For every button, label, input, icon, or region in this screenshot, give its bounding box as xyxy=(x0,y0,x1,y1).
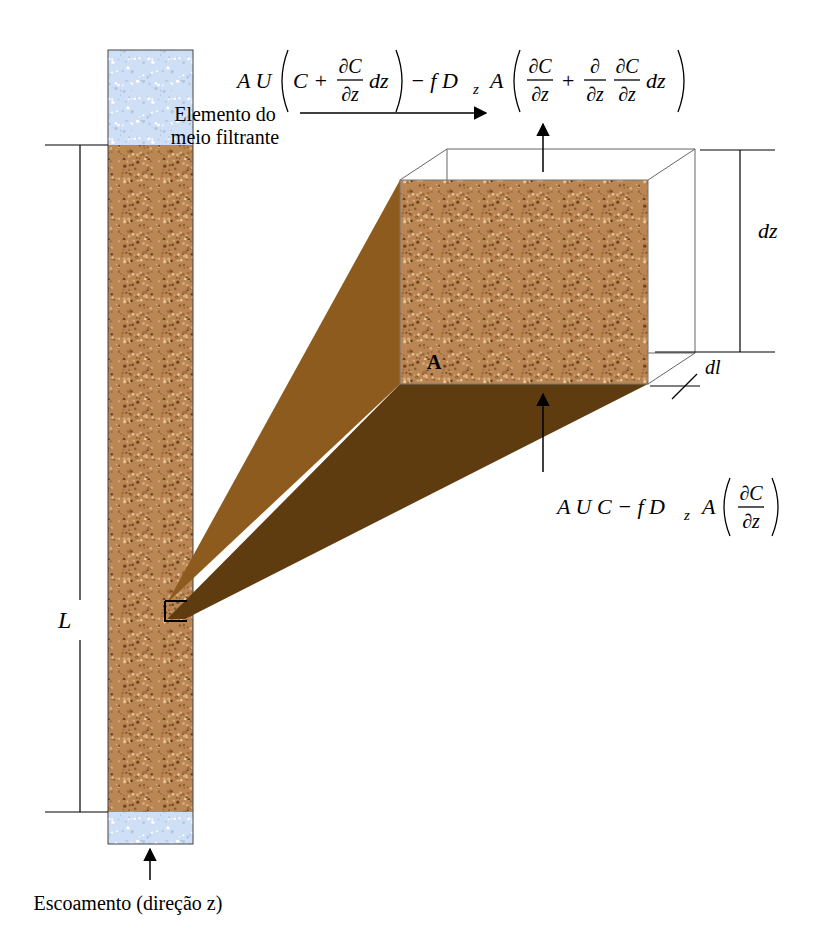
fraction-numerator: ∂ xyxy=(590,56,600,76)
formula-term: dz xyxy=(369,70,389,92)
fraction-numerator: ∂C xyxy=(739,483,762,503)
dimension-label: dz xyxy=(756,220,780,242)
flux-arrows xyxy=(150,113,543,880)
fraction-denominator: ∂z xyxy=(586,84,604,104)
element-label: Elemento do meio filtrante xyxy=(160,103,290,149)
subscript: z xyxy=(684,508,690,523)
formula-term: C + xyxy=(293,70,328,92)
subscript: z xyxy=(473,82,479,97)
dz-dimension xyxy=(655,150,775,352)
formula-symbols xyxy=(282,50,778,536)
dimension-label: L xyxy=(56,608,73,632)
fraction-denominator: ∂z xyxy=(742,511,760,531)
formula-term: + xyxy=(562,70,574,92)
fraction-denominator: ∂z xyxy=(531,84,549,104)
element-back-edges xyxy=(400,149,695,384)
formula-term: A U xyxy=(237,70,271,92)
filter-bed xyxy=(108,145,193,812)
fraction-numerator: ∂C xyxy=(338,56,361,76)
column-outline xyxy=(108,50,193,844)
face-label: A xyxy=(427,352,441,372)
water-bottom xyxy=(108,812,193,844)
formula-term: − f D xyxy=(410,70,458,92)
formula-term: A xyxy=(490,70,503,92)
fraction-denominator: ∂z xyxy=(618,84,636,104)
element-marker xyxy=(165,601,187,621)
formula-term: A U C − f D xyxy=(557,496,665,518)
formula-term: A xyxy=(702,496,715,518)
fraction-numerator: ∂C xyxy=(615,56,638,76)
flow-label: Escoamento (direção z) xyxy=(34,893,223,913)
formula-term: dz xyxy=(646,70,666,92)
dimension-label: dl xyxy=(703,357,723,377)
fraction-denominator: ∂z xyxy=(341,84,359,104)
dl-dimension xyxy=(650,374,700,399)
filter-element xyxy=(400,180,648,384)
length-dimension xyxy=(45,145,108,812)
fraction-numerator: ∂C xyxy=(528,56,551,76)
